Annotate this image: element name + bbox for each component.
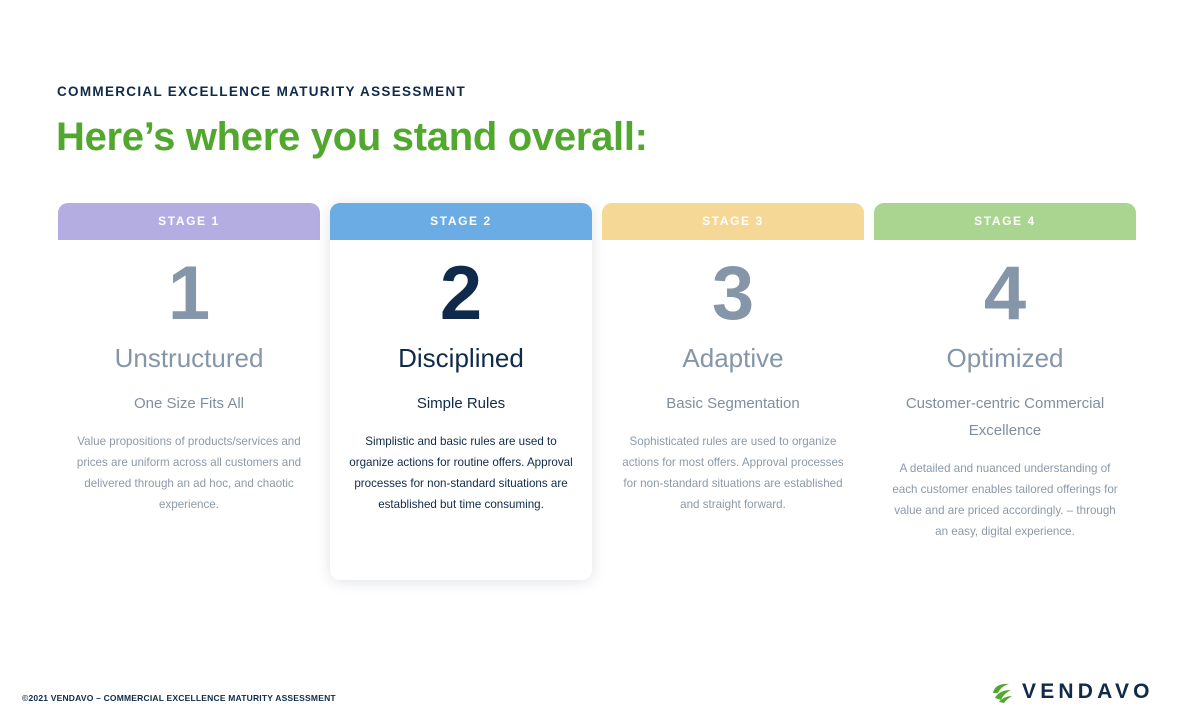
- stage-subtitle-3: Basic Segmentation: [666, 395, 800, 412]
- stage-name-1: Unstructured: [114, 343, 264, 373]
- stage-card-1: STAGE 1 1 Unstructured One Size Fits All…: [58, 203, 320, 580]
- stage-card-3: STAGE 3 3 Adaptive Basic Segmentation So…: [602, 203, 864, 580]
- stage-tab-3: STAGE 3: [602, 203, 864, 240]
- stage-description-4: A detailed and nuanced understanding of …: [892, 462, 1118, 538]
- stage-subtitle-4: Customer-centric Commercial Excellence: [905, 395, 1105, 439]
- stage-tab-1: STAGE 1: [58, 203, 320, 240]
- stage-name-4: Optimized: [946, 343, 1064, 373]
- stage-name-3: Adaptive: [682, 343, 784, 373]
- stage-card-2: STAGE 2 2 Disciplined Simple Rules Simpl…: [330, 203, 592, 580]
- stage-tab-2: STAGE 2: [330, 203, 592, 240]
- stage-number-3: 3: [711, 251, 755, 336]
- stage-number-4: 4: [983, 251, 1027, 336]
- stage-cards: STAGE 1 1 Unstructured One Size Fits All…: [58, 203, 1136, 583]
- vendavo-logo: VENDAVO: [990, 676, 1154, 708]
- page-title: Here’s where you stand overall:: [56, 115, 648, 159]
- page-eyebrow: COMMERCIAL EXCELLENCE MATURITY ASSESSMEN…: [57, 84, 467, 99]
- footer-copyright: ©2021 VENDAVO – COMMERCIAL EXCELLENCE MA…: [22, 693, 336, 703]
- leaf-swirl-icon: [990, 680, 1014, 704]
- stage-description-2: Simplistic and basic rules are used to o…: [349, 435, 573, 511]
- stage-description-3: Sophisticated rules are used to organize…: [622, 435, 844, 511]
- stage-number-2: 2: [439, 251, 483, 336]
- stage-tab-4: STAGE 4: [874, 203, 1136, 240]
- stage-number-1: 1: [167, 251, 211, 336]
- stage-subtitle-2: Simple Rules: [416, 395, 506, 412]
- stage-subtitle-1: One Size Fits All: [133, 395, 245, 412]
- stage-description-1: Value propositions of products/services …: [76, 435, 302, 511]
- stage-name-2: Disciplined: [398, 343, 524, 373]
- stage-card-4: STAGE 4 4 Optimized Customer-centric Com…: [874, 203, 1136, 580]
- logo-wordmark: VENDAVO: [1022, 680, 1154, 703]
